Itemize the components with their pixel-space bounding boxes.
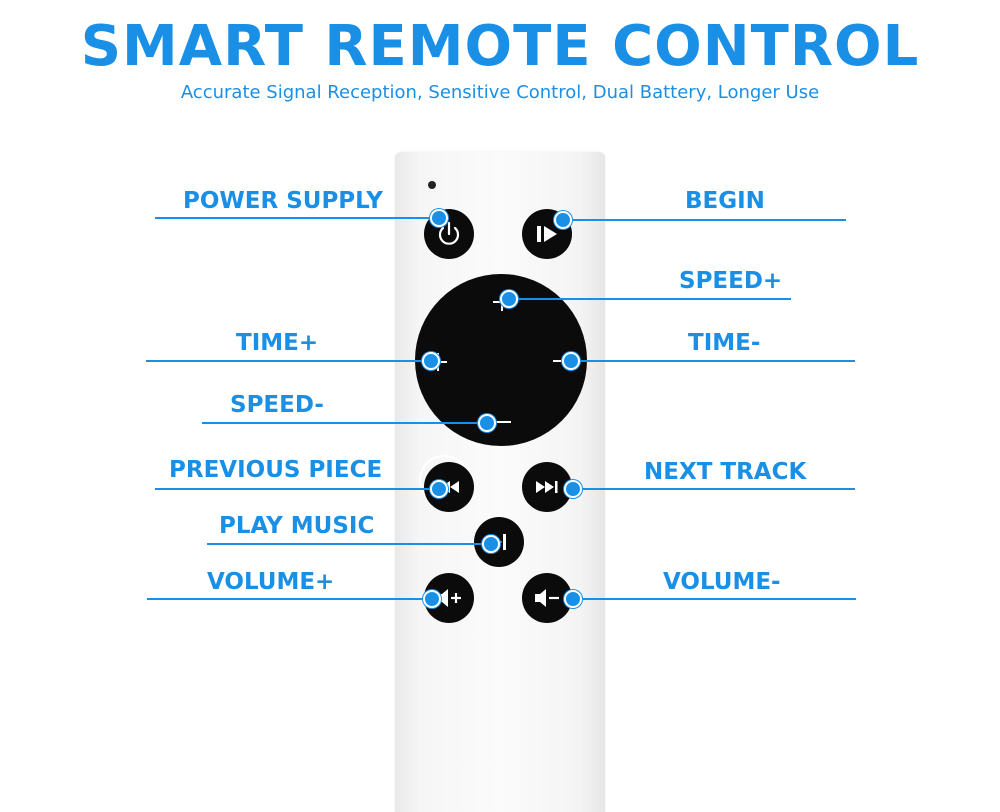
callout-dot-play-music	[482, 535, 500, 553]
callout-dot-power	[430, 209, 448, 227]
label-speed-plus: SPEED+	[679, 268, 783, 294]
callout-line-begin	[562, 219, 846, 221]
callout-dot-time-plus	[422, 352, 440, 370]
callout-dot-previous	[430, 480, 448, 498]
label-time-plus: TIME+	[236, 330, 319, 356]
label-next-track: NEXT TRACK	[644, 459, 807, 485]
label-volume-plus: VOLUME+	[207, 569, 335, 595]
label-volume-minus: VOLUME-	[663, 569, 781, 595]
power-icon	[438, 221, 460, 245]
callout-line-speed-minus	[202, 422, 486, 424]
page-title: SMART REMOTE CONTROL	[80, 14, 920, 79]
callout-dot-speed-plus	[500, 290, 518, 308]
page-subtitle: Accurate Signal Reception, Sensitive Con…	[180, 82, 820, 103]
callout-dot-volume-minus	[564, 590, 582, 608]
callout-line-time-minus	[570, 360, 855, 362]
label-previous-piece: PREVIOUS PIECE	[169, 457, 383, 483]
callout-dot-time-minus	[562, 352, 580, 370]
callout-line-play-music	[207, 543, 490, 545]
label-power-supply: POWER SUPPLY	[183, 188, 383, 214]
label-speed-minus: SPEED-	[230, 392, 324, 418]
callout-dot-speed-minus	[478, 414, 496, 432]
volume-up-icon	[437, 589, 461, 607]
callout-dot-begin	[554, 211, 572, 229]
callout-line-volume-minus	[572, 598, 856, 600]
label-time-minus: TIME-	[688, 330, 761, 356]
next-track-button[interactable]	[522, 462, 572, 512]
led-indicator	[428, 181, 436, 189]
callout-dot-volume-plus	[423, 590, 441, 608]
callout-line-volume-plus	[147, 598, 431, 600]
callout-line-next	[572, 488, 855, 490]
label-play-music: PLAY MUSIC	[219, 513, 375, 539]
play-pause-icon	[537, 226, 557, 242]
callout-line-time-plus	[146, 360, 430, 362]
volume-down-icon	[535, 589, 559, 607]
label-begin: BEGIN	[685, 188, 765, 214]
callout-line-power	[155, 217, 439, 219]
callout-line-previous	[155, 488, 439, 490]
volume-down-button[interactable]	[522, 573, 572, 623]
fast-forward-icon	[536, 481, 558, 493]
callout-line-speed-plus	[508, 298, 791, 300]
callout-dot-next	[564, 480, 582, 498]
